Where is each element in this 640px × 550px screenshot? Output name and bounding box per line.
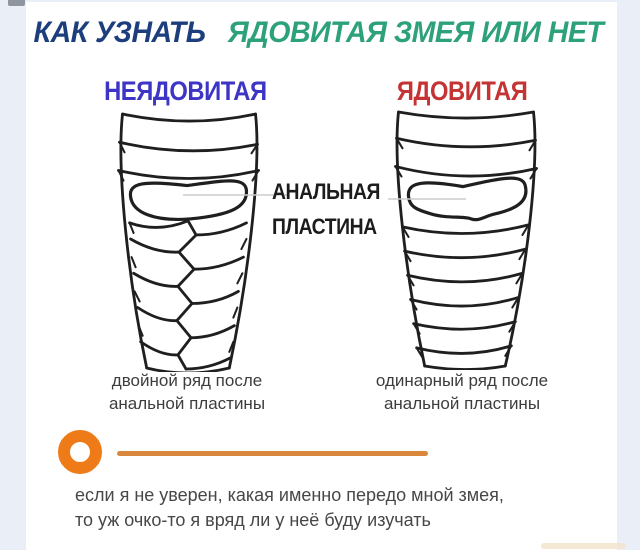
- bottom-edge: [145, 366, 231, 372]
- single-row-band: [409, 296, 520, 308]
- orange-donut-icon: [58, 430, 102, 474]
- scale-arc: [132, 271, 180, 288]
- joke-caption: если я не уверен, какая именно передо мн…: [75, 483, 605, 533]
- page-title: КАК УЗНАТЬ ЯДОВИТАЯ ЗМЕЯ ИЛИ НЕТ: [26, 16, 617, 50]
- callout-line-left: [183, 194, 287, 196]
- outline-left: [119, 112, 149, 370]
- single-row-band: [406, 271, 524, 284]
- faint-watermark-remnant: [541, 543, 626, 549]
- scale-arc: [184, 356, 232, 371]
- top-edge: [121, 112, 257, 123]
- ventral-band-1: [395, 136, 537, 149]
- column-header-venomous: ЯДОВИТАЯ: [362, 76, 562, 107]
- edge-notches: [117, 141, 260, 353]
- infographic-card: КАК УЗНАТЬ ЯДОВИТАЯ ЗМЕЯ ИЛИ НЕТ НЕЯДОВИ…: [26, 2, 626, 550]
- column-header-nonvenomous: НЕЯДОВИТАЯ: [85, 76, 285, 107]
- top-edge: [397, 110, 535, 120]
- single-row-band: [401, 223, 530, 235]
- nonvenomous-caption: двойной ряд после анальной пластины: [108, 371, 266, 413]
- anal-plate-label: АНАЛЬНАЯ ПЛАСТИНА: [272, 174, 422, 244]
- title-prefix: КАК УЗНАТЬ: [33, 16, 206, 49]
- scale-arc: [128, 219, 190, 229]
- outline-right: [227, 112, 259, 370]
- anal-plate-label-line1: АНАЛЬНАЯ: [272, 179, 381, 204]
- top-left-artifact: [8, 0, 25, 6]
- scale-arc: [194, 221, 248, 237]
- title-space: [211, 16, 218, 50]
- scale-arc: [136, 306, 179, 323]
- title-suffix: ЯДОВИТАЯ ЗМЕЯ ИЛИ НЕТ: [228, 16, 604, 49]
- venomous-snake-tail-illustration: [394, 110, 538, 370]
- scale-arc: [192, 255, 245, 271]
- ventral-band-2: [394, 165, 538, 178]
- scale-arc: [190, 289, 240, 305]
- joke-caption-line1: если я не уверен, какая именно передо мн…: [75, 485, 504, 505]
- single-row-band: [415, 344, 513, 355]
- venomous-caption: одинарный ряд после анальной пластины: [375, 371, 549, 413]
- double-row-center-seam: [175, 219, 198, 371]
- single-row-band: [412, 320, 517, 331]
- ventral-band-1: [118, 140, 259, 153]
- bottom-edge: [423, 364, 507, 370]
- anal-plate-shape: [128, 179, 249, 222]
- venomous-label: ЯДОВИТАЯ: [396, 76, 528, 106]
- scale-arc: [129, 237, 181, 254]
- outline-right: [503, 110, 537, 368]
- anal-plate-shape: [406, 176, 528, 222]
- ventral-band-2: [117, 169, 260, 180]
- nonvenomous-label: НЕЯДОВИТАЯ: [103, 76, 267, 106]
- anal-plate-label-line2: ПЛАСТИНА: [272, 214, 377, 239]
- nonvenomous-snake-tail-illustration: [117, 112, 260, 372]
- edge-notches: [394, 137, 538, 359]
- scale-arc: [139, 340, 180, 357]
- orange-divider-line: [117, 451, 428, 456]
- joke-caption-line2: то уж очко-то я вряд ли у неё буду изуча…: [75, 510, 431, 530]
- callout-line-right: [388, 198, 466, 200]
- scale-arc: [189, 324, 236, 340]
- single-row-band: [403, 247, 527, 260]
